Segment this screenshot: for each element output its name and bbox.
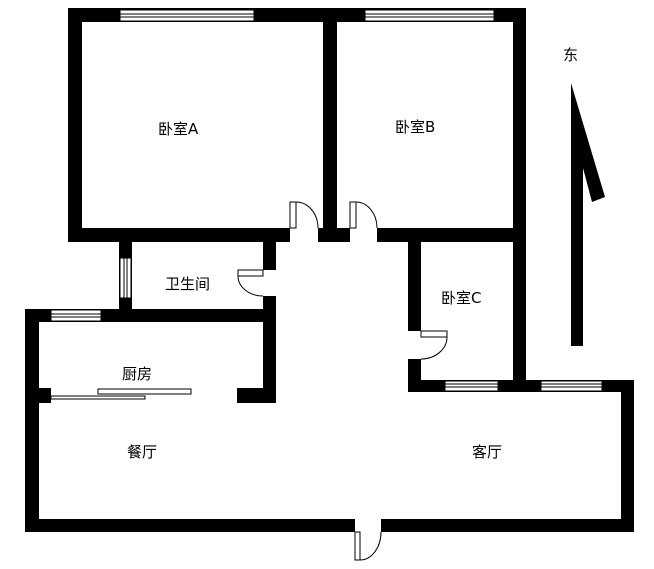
- window-living: [540, 380, 603, 392]
- wall-kitchen-stub-right: [237, 388, 276, 403]
- wall-left-outer: [25, 309, 39, 532]
- room-label-kitchen: 厨房: [122, 365, 153, 383]
- door-bedroom-a[interactable]: [289, 201, 319, 229]
- compass-label: 东: [563, 46, 579, 64]
- room-label-bathroom: 卫生间: [165, 275, 211, 293]
- room-label-bedroom-a: 卧室A: [158, 120, 199, 138]
- door-bedroom-c[interactable]: [420, 330, 448, 360]
- door-bedroom-b[interactable]: [349, 201, 378, 229]
- wall-kitchen-right: [263, 309, 276, 403]
- room-label-bedroom-c: 卧室C: [441, 289, 482, 307]
- door-entrance[interactable]: [354, 531, 382, 561]
- sliding-door-kitchen[interactable]: [50, 388, 192, 400]
- room-label-bedroom-b: 卧室B: [395, 118, 436, 136]
- wall-bedrooms-bottom-1: [68, 228, 290, 242]
- walls: [25, 8, 634, 532]
- door-bathroom[interactable]: [237, 269, 264, 297]
- compass-arrow-icon: [571, 83, 605, 346]
- wall-bedroom-a-left: [68, 8, 82, 242]
- wall-living-right: [621, 380, 634, 532]
- window-kitchen: [50, 309, 102, 322]
- window-bedroom-b: [364, 9, 495, 22]
- doors: [50, 201, 448, 561]
- wall-bedrooms-bottom-3: [377, 228, 526, 242]
- wall-bottom-1: [25, 519, 355, 532]
- wall-bedrooms-divider: [323, 8, 337, 242]
- window-bedroom-a: [119, 9, 255, 22]
- wall-bedrooms-bottom-2: [318, 228, 350, 242]
- wall-bedroom-c-left-1: [408, 242, 421, 331]
- room-label-living: 客厅: [472, 443, 503, 461]
- window-bedroom-c: [444, 380, 499, 392]
- wall-bathroom-right-1: [263, 242, 276, 270]
- wall-bottom-2: [381, 519, 634, 532]
- wall-kitchen-stub-left: [39, 388, 51, 403]
- windows: [50, 9, 603, 392]
- room-label-dining: 餐厅: [127, 443, 158, 461]
- wall-right-upper: [513, 8, 526, 392]
- window-bathroom: [119, 257, 132, 299]
